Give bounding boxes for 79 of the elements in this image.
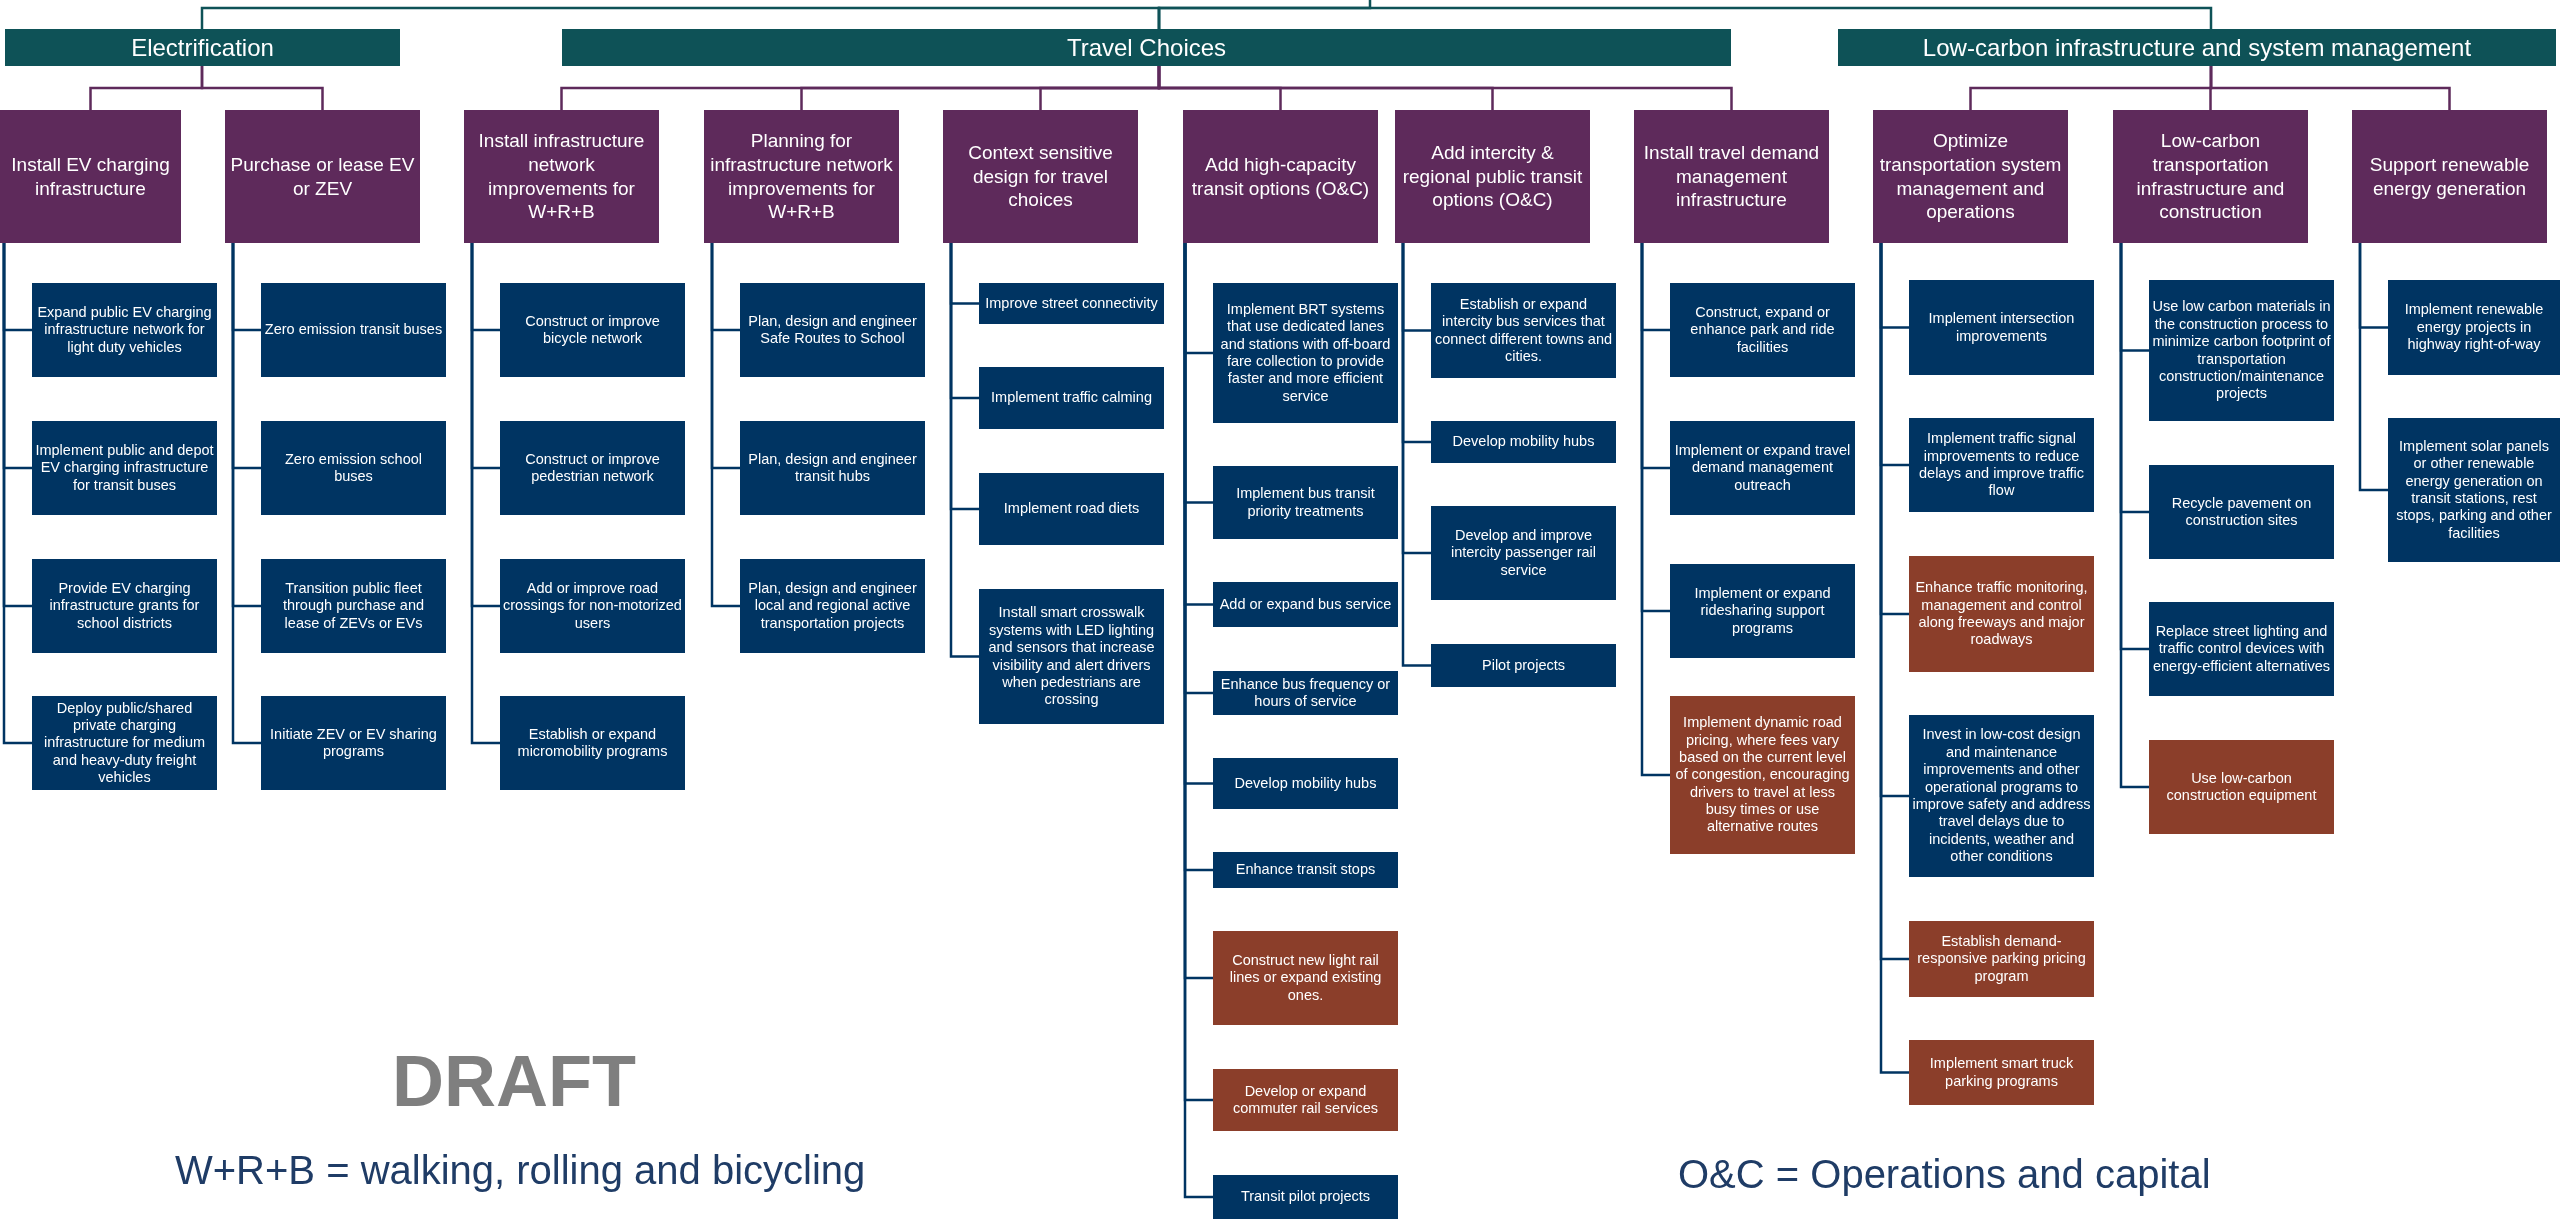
- group-box: Optimize transportation system management and operations: [1873, 110, 2068, 243]
- action-box: Transit pilot projects: [1213, 1175, 1398, 1219]
- connector-line: [710, 243, 740, 608]
- action-box: Implement BRT systems that use dedicated lanes and stations with off-board fare collection to provide faster and more efficient service: [1213, 283, 1398, 423]
- action-box: Implement smart truck parking programs: [1909, 1040, 2094, 1105]
- connector-line: [1401, 243, 1431, 667]
- abbreviation-note: W+R+B = walking, rolling and bicycling: [175, 1148, 866, 1193]
- action-box: Deploy public/shared private charging infrastructure for medium and heavy-duty freight vehicles: [32, 696, 217, 790]
- action-box: Implement or expand travel demand management outreach: [1670, 421, 1855, 515]
- action-box: Install smart crosswalk systems with LED lighting and sensors that increase visibility and alert drivers when pedestrians are crossing: [979, 589, 1164, 724]
- action-box: Establish or expand intercity bus services that connect different towns and cities.: [1431, 283, 1616, 378]
- action-box: Add or expand bus service: [1213, 582, 1398, 627]
- action-box: Construct or improve pedestrian network: [500, 421, 685, 515]
- action-box: Develop or expand commuter rail services: [1213, 1069, 1398, 1131]
- connector-line: [2, 243, 32, 745]
- action-box: Plan, design and engineer Safe Routes to School: [740, 283, 925, 377]
- group-box: Support renewable energy generation: [2352, 110, 2547, 243]
- group-box: Add intercity & regional public transit options (O&C): [1395, 110, 1590, 243]
- group-box: Add high-capacity transit options (O&C): [1183, 110, 1378, 243]
- action-box: Zero emission school buses: [261, 421, 446, 515]
- action-box: Initiate ZEV or EV sharing programs: [261, 696, 446, 790]
- connector-line: [949, 243, 979, 658]
- abbreviation-note: O&C = Operations and capital: [1678, 1152, 2211, 1197]
- action-box: Plan, design and engineer transit hubs: [740, 421, 925, 515]
- action-box: Recycle pavement on construction sites: [2149, 465, 2334, 559]
- action-box: Develop mobility hubs: [1213, 758, 1398, 809]
- category-banner: Electrification: [5, 29, 400, 66]
- action-box: Add or improve road crossings for non-motorized users: [500, 559, 685, 653]
- action-box: Implement traffic calming: [979, 367, 1164, 429]
- action-box: Invest in low-cost design and maintenance improvements and other operational programs to improve safety and address travel delays due to incidents, weather and other conditions: [1909, 715, 2094, 877]
- action-box: Plan, design and engineer local and regional active transportation projects: [740, 559, 925, 653]
- action-box: Implement dynamic road pricing, where fees vary based on the current level of congestion, encouraging drivers to travel at less busy times or use alternative routes: [1670, 696, 1855, 854]
- group-box: Context sensitive design for travel choices: [943, 110, 1138, 243]
- connector-line: [200, 66, 324, 110]
- connector-line: [200, 6, 1161, 29]
- watermark-text: DRAFT: [392, 1040, 636, 1122]
- group-box: Low-carbon transportation infrastructure and construction: [2113, 110, 2308, 243]
- action-box: Transition public fleet through purchase and lease of ZEVs or EVs: [261, 559, 446, 653]
- connector-line: [2209, 66, 2451, 110]
- action-box: Construct new light rail lines or expand existing ones.: [1213, 931, 1398, 1025]
- connector-line: [231, 243, 261, 745]
- connector-line: [1157, 6, 2213, 29]
- action-box: Implement road diets: [979, 473, 1164, 545]
- action-box: Enhance transit stops: [1213, 852, 1398, 888]
- action-box: Implement intersection improvements: [1909, 280, 2094, 375]
- action-box: Enhance traffic monitoring, management and control along freeways and major roadways: [1909, 556, 2094, 672]
- category-banner: Travel Choices: [562, 29, 1731, 66]
- action-box: Develop mobility hubs: [1431, 421, 1616, 463]
- action-box: Implement public and depot EV charging infrastructure for transit buses: [32, 421, 217, 515]
- connector-line: [2119, 243, 2149, 789]
- group-box: Install travel demand management infrastructure: [1634, 110, 1829, 243]
- action-box: Replace street lighting and traffic control devices with energy-efficient alternatives: [2149, 602, 2334, 696]
- action-box: Implement traffic signal improvements to reduce delays and improve traffic flow: [1909, 418, 2094, 512]
- action-box: Enhance bus frequency or hours of service: [1213, 671, 1398, 715]
- connector-line: [1157, 66, 1733, 110]
- action-box: Implement solar panels or other renewable energy generation on transit stations, rest stops, parking and other facilities: [2388, 418, 2560, 562]
- group-box: Install infrastructure network improvements for W+R+B: [464, 110, 659, 243]
- connector-line: [2358, 243, 2388, 492]
- action-box: Zero emission transit buses: [261, 283, 446, 377]
- action-box: Construct or improve bicycle network: [500, 283, 685, 377]
- action-box: Implement or expand ridesharing support programs: [1670, 564, 1855, 658]
- action-box: Establish or expand micromobility programs: [500, 696, 685, 790]
- action-box: Use low carbon materials in the construction process to minimize carbon footprint of transportation construction/maintenance projects: [2149, 280, 2334, 421]
- action-box: Establish demand-responsive parking pricing program: [1909, 921, 2094, 997]
- action-box: Construct, expand or enhance park and ride facilities: [1670, 283, 1855, 377]
- action-box: Implement renewable energy projects in highway right-of-way: [2388, 280, 2560, 375]
- action-box: Use low-carbon construction equipment: [2149, 740, 2334, 834]
- group-box: Purchase or lease EV or ZEV: [225, 110, 420, 243]
- connector-line: [1640, 243, 1670, 777]
- action-box: Improve street connectivity: [979, 283, 1164, 324]
- group-box: Planning for infrastructure network improvements for W+R+B: [704, 110, 899, 243]
- connector-line: [470, 243, 500, 745]
- action-box: Provide EV charging infrastructure grants for school districts: [32, 559, 217, 653]
- action-box: Implement bus transit priority treatments: [1213, 466, 1398, 539]
- action-box: Pilot projects: [1431, 644, 1616, 687]
- action-box: Develop and improve intercity passenger rail service: [1431, 506, 1616, 600]
- action-box: Expand public EV charging infrastructure network for light duty vehicles: [32, 283, 217, 377]
- category-banner: Low-carbon infrastructure and system management: [1838, 29, 2556, 66]
- group-box: Install EV charging infrastructure: [0, 110, 181, 243]
